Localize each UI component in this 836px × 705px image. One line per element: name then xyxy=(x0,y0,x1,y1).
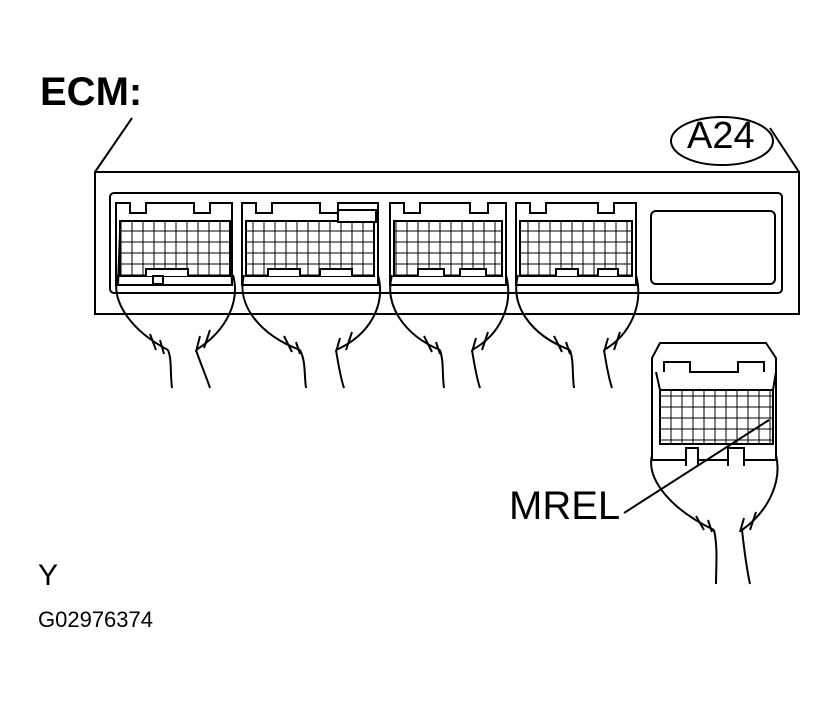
terminal-leader-line xyxy=(623,419,770,514)
blank-socket xyxy=(650,210,776,285)
harness-1 xyxy=(115,274,236,389)
harness-4 xyxy=(515,274,640,389)
harness-2 xyxy=(241,274,382,389)
harness-5 xyxy=(650,454,779,585)
figure-code: G02976374 xyxy=(38,607,153,632)
ecm-connector-4 xyxy=(515,202,637,286)
harness-3 xyxy=(389,274,510,389)
connector-id-label: A24 xyxy=(687,115,755,157)
detached-connector xyxy=(651,342,777,466)
connector-id-oval xyxy=(670,116,774,166)
view-label: Y xyxy=(38,559,59,592)
ecm-connector-2 xyxy=(241,202,379,286)
ecm-connector-1 xyxy=(115,202,233,286)
ecm-connector-3 xyxy=(389,202,507,286)
terminal-label: MREL xyxy=(509,484,621,528)
ecm-label: ECM: xyxy=(40,70,143,114)
